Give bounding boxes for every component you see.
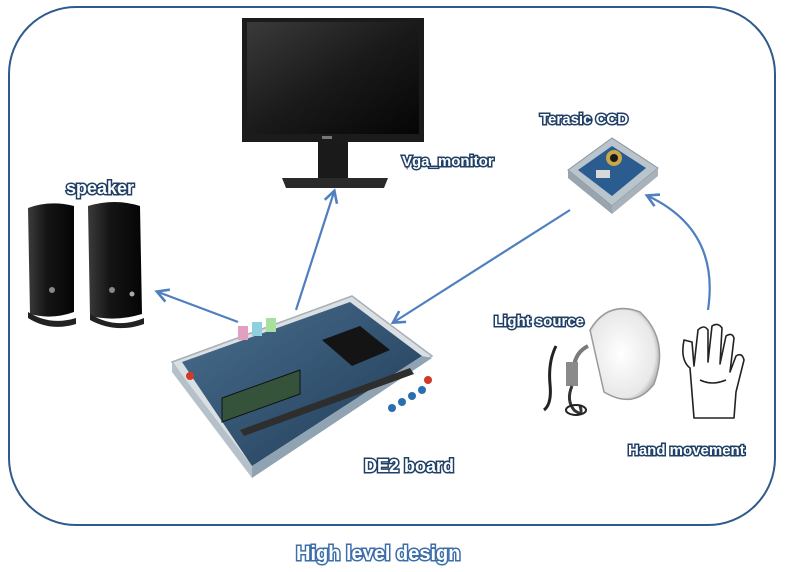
arrow-board-to-speaker — [158, 292, 239, 324]
arrow-camera-to-board — [394, 209, 571, 322]
speaker-pair-icon — [28, 202, 144, 329]
terasic-ccd-label: Terasic CCD — [540, 111, 628, 128]
vga-monitor-label: Vga_monitor — [402, 153, 494, 170]
ccd-camera-icon — [567, 137, 659, 214]
monitor-icon — [242, 18, 424, 188]
de2-board-label: DE2 board — [364, 456, 454, 476]
diagram-caption: High level design — [296, 543, 460, 565]
lamp-icon — [542, 307, 661, 416]
fpga-board-icon — [170, 295, 434, 478]
diagram-frame — [8, 6, 776, 526]
light-source-label: Light source — [494, 313, 584, 330]
connection-arrows — [158, 192, 711, 324]
speaker-label: speaker — [66, 178, 134, 198]
arrow-hand-to-camera — [648, 196, 711, 311]
hand-icon — [682, 323, 745, 419]
arrow-board-to-monitor — [294, 192, 334, 311]
hand-movement-label: Hand movement — [628, 442, 745, 459]
